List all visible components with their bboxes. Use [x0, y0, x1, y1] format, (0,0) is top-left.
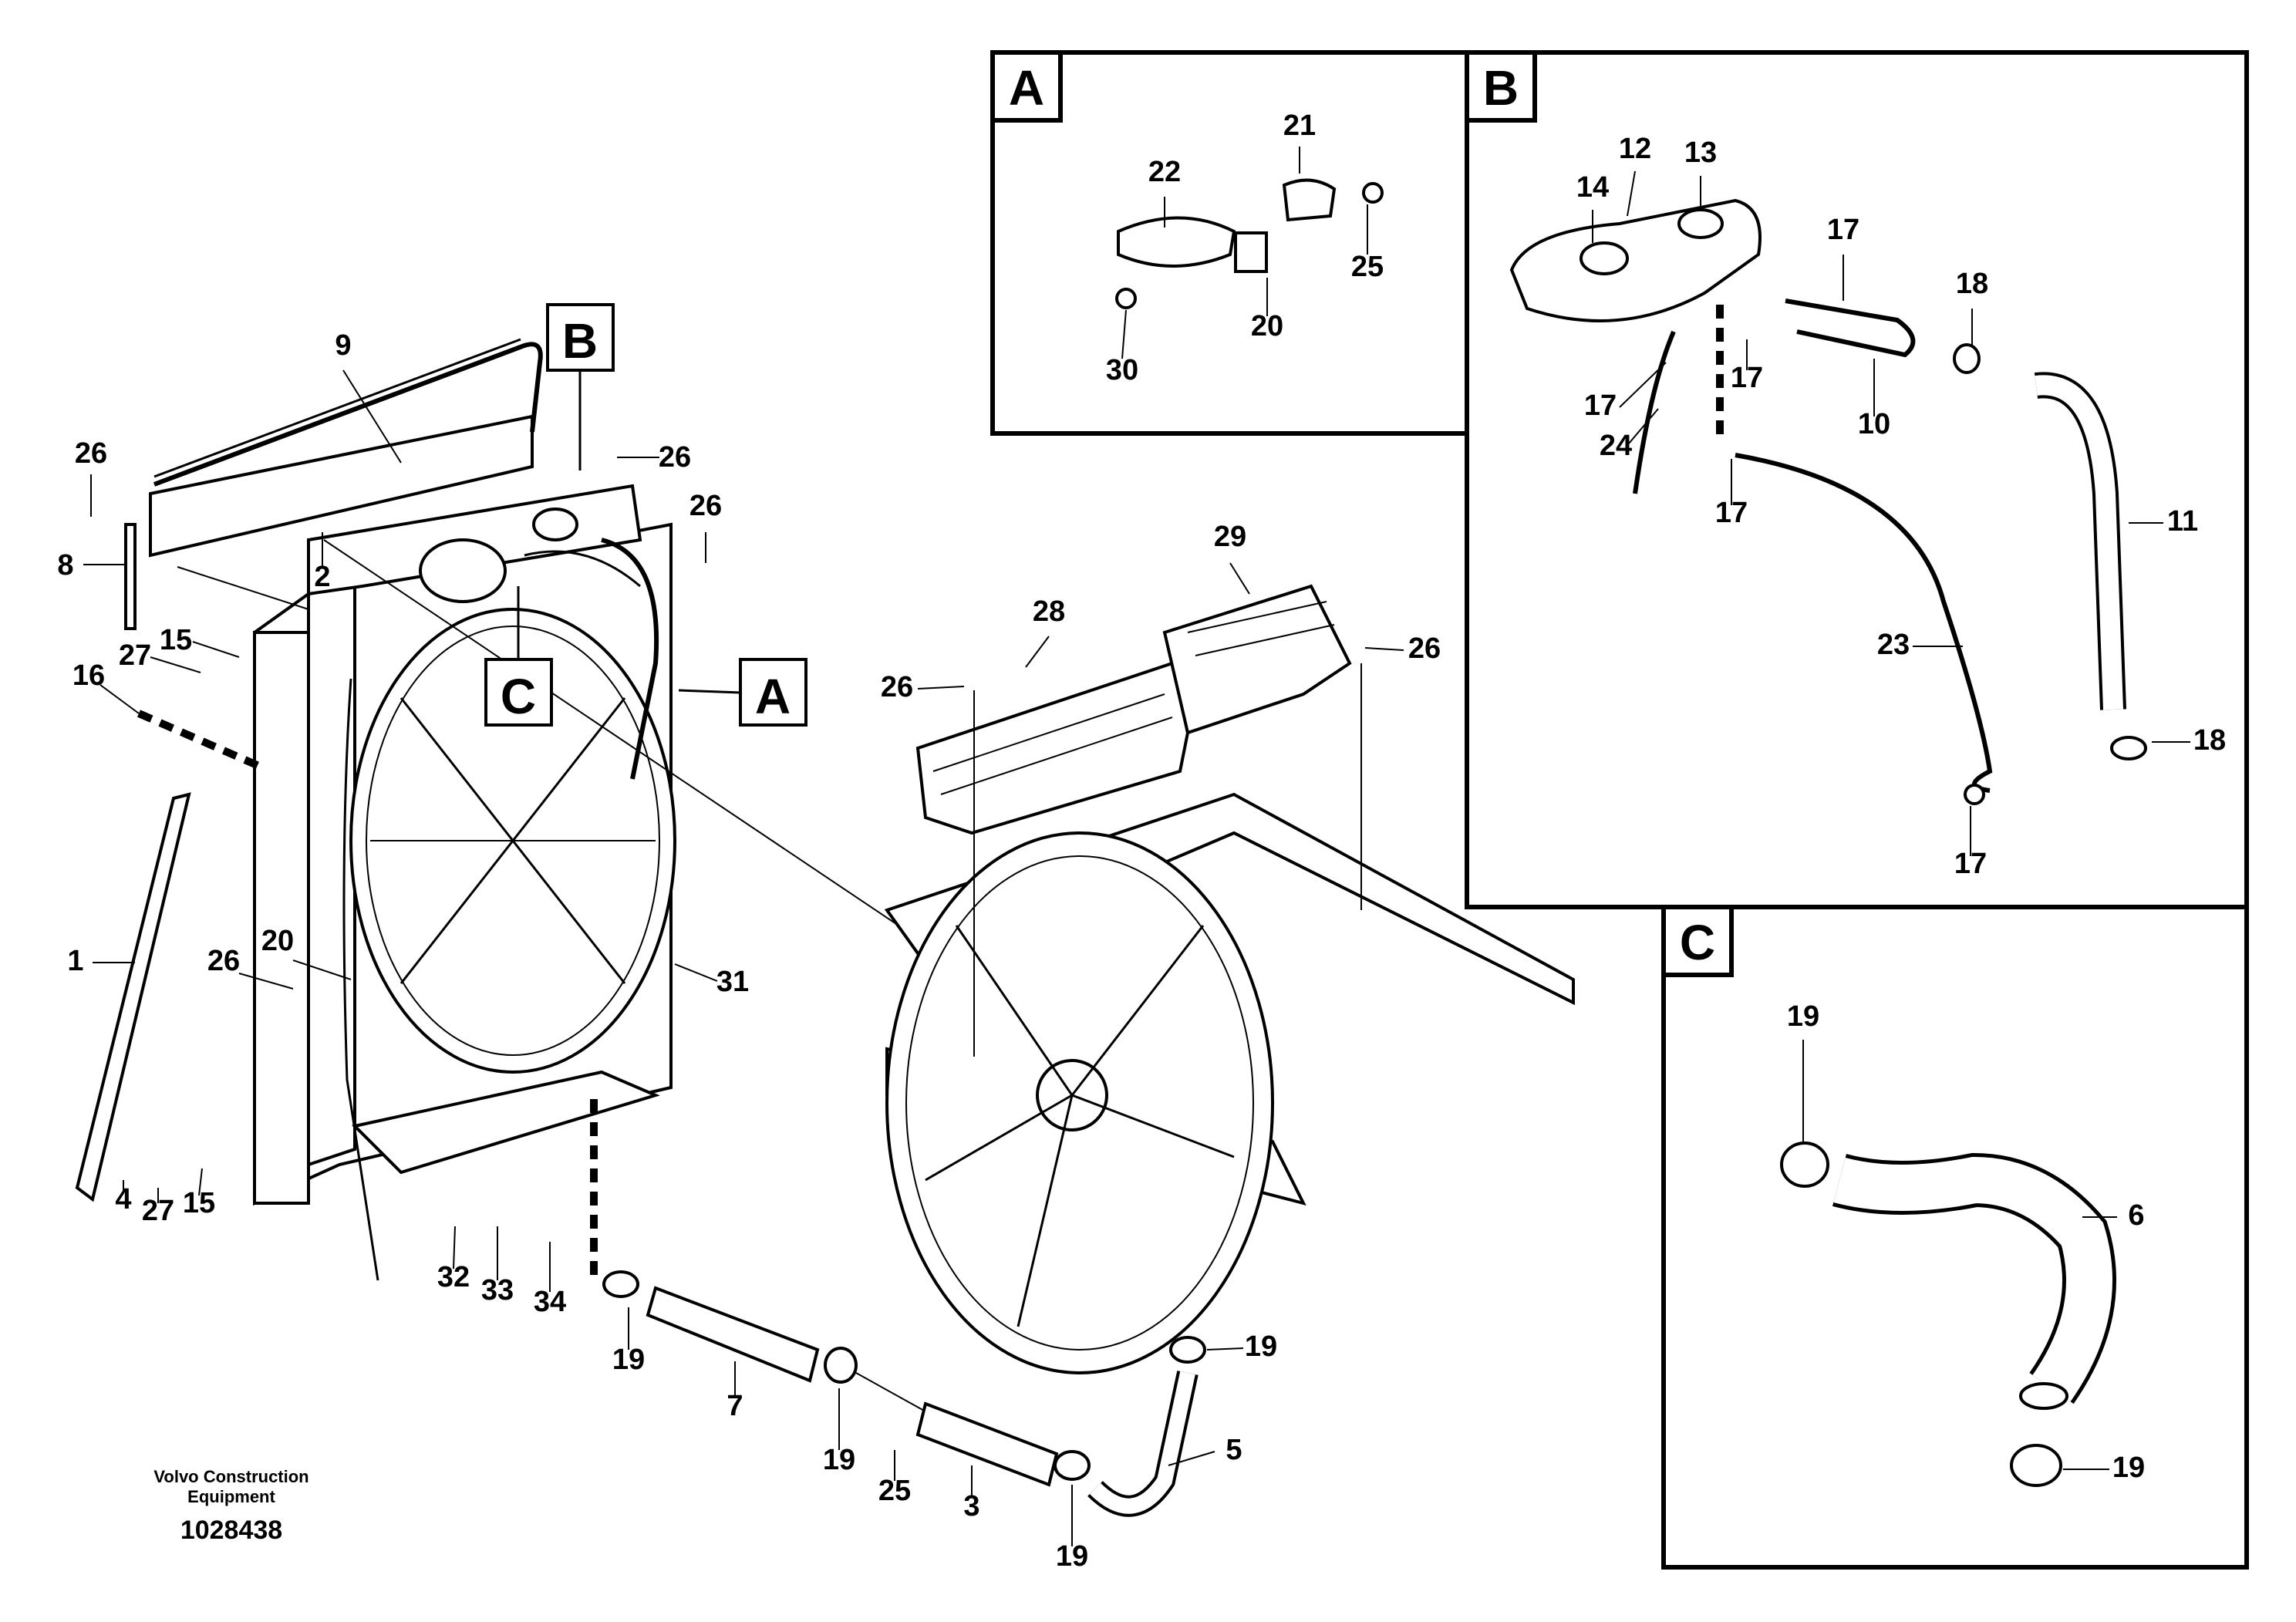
svg-text:A: A [755, 669, 791, 724]
radiator-assembly-drawing [75, 338, 911, 1284]
maker-line2: Equipment [187, 1487, 275, 1506]
main-leader-line [917, 686, 965, 690]
svg-text:C: C [501, 669, 536, 724]
detail-c-frame: C [1661, 905, 2249, 1570]
main-leader-line [99, 684, 140, 714]
drawing-number: 1028438 [180, 1516, 282, 1545]
detail-a-callout-30: 30 [1106, 354, 1138, 386]
detail-b-callout-13: 13 [1684, 137, 1717, 169]
detail-b-callout-17: 17 [1584, 389, 1617, 422]
lower-hose-drawing [602, 1270, 1206, 1517]
detail-b-callout-23: 23 [1877, 629, 1910, 661]
main-callout-29: 29 [1214, 521, 1246, 553]
main-callout-16: 16 [72, 659, 105, 692]
main-callout-20: 20 [261, 925, 294, 957]
main-callout-4: 4 [115, 1183, 131, 1216]
detail-b-letter: B [1483, 60, 1519, 116]
detail-c-callout-19: 19 [2112, 1452, 2145, 1484]
detail-a-callout-21: 21 [1283, 110, 1316, 142]
main-callout-33: 33 [481, 1274, 514, 1307]
svg-text:B: B [562, 313, 598, 369]
detail-b-callout-17: 17 [1827, 214, 1859, 246]
main-callout-26: 26 [881, 671, 913, 703]
main-callout-19: 19 [1245, 1330, 1277, 1363]
main-callout-26: 26 [689, 490, 722, 522]
main-leader-line [1206, 1347, 1244, 1351]
main-callout-3: 3 [963, 1490, 979, 1523]
main-callout-19: 19 [612, 1344, 645, 1376]
main-leader-line [192, 641, 240, 658]
fan-and-guards-drawing [884, 584, 1575, 1374]
detail-b-leader-line [1628, 408, 1659, 444]
main-leader-line [150, 656, 201, 673]
detail-b-callout-17: 17 [1954, 848, 1987, 880]
main-callout-28: 28 [1033, 595, 1065, 628]
main-callout-26: 26 [75, 437, 107, 470]
detail-b-callout-24: 24 [1600, 430, 1632, 462]
main-callout-15: 15 [160, 624, 192, 656]
detail-a-letter: A [1009, 60, 1044, 116]
detail-b-callout-17: 17 [1715, 497, 1748, 529]
detail-b-callout-17: 17 [1731, 362, 1763, 394]
main-callout-31: 31 [716, 966, 749, 998]
main-callout-9: 9 [335, 329, 351, 362]
detail-c-callout-6: 6 [2128, 1199, 2144, 1232]
main-leader-line [674, 963, 718, 982]
detail-c-drawing [1780, 1141, 2116, 1487]
main-callout-26: 26 [207, 945, 240, 977]
main-callout-26: 26 [1408, 632, 1441, 665]
main-leader-line [292, 959, 352, 980]
main-callout-32: 32 [437, 1261, 470, 1293]
main-callout-27: 27 [119, 639, 151, 672]
detail-b-callout-18: 18 [2193, 724, 2226, 757]
main-callout-1: 1 [67, 945, 83, 977]
main-leader-line [238, 973, 294, 990]
detail-b-callout-10: 10 [1858, 408, 1890, 440]
main-callout-27: 27 [142, 1195, 174, 1227]
pointer-box-c: C [484, 586, 553, 727]
detail-b-leader-line [1619, 362, 1667, 408]
detail-b-drawing [1509, 198, 2147, 805]
main-callout-2: 2 [314, 561, 330, 593]
maker-line1: Volvo Construction [153, 1467, 308, 1486]
detail-a-leader-line [1121, 309, 1127, 359]
detail-b-callout-11: 11 [2167, 505, 2198, 538]
detail-a-callout-22: 22 [1148, 156, 1181, 188]
detail-a-drawing [1115, 178, 1384, 309]
detail-c-letter: C [1680, 915, 1715, 970]
detail-c-callout-19: 19 [1787, 1000, 1819, 1033]
detail-b-callouts: 12 13 14 17 18 17 17 10 24 17 11 23 18 17 [1576, 133, 2226, 880]
main-callout-25: 25 [878, 1475, 911, 1507]
main-callout-19: 19 [1056, 1540, 1088, 1573]
detail-c-callouts: 19 6 19 [1787, 1000, 2145, 1484]
main-leader-line [453, 1226, 456, 1270]
detail-a-callout-20: 20 [1251, 310, 1283, 342]
manufacturer-caption: Volvo Construction Equipment 1028438 [153, 1467, 308, 1545]
main-callout-5: 5 [1226, 1434, 1242, 1466]
main-leader-line [1229, 562, 1250, 595]
main-leader-line [342, 369, 402, 464]
detail-b-callout-14: 14 [1576, 171, 1609, 204]
detail-a-callouts: 21 22 25 20 30 [1106, 110, 1384, 386]
pointer-box-b: B [546, 303, 615, 470]
pointer-box-a: A [678, 658, 807, 727]
main-leader-line [1168, 1451, 1215, 1466]
detail-b-callout-12: 12 [1619, 133, 1651, 165]
main-callout-26: 26 [659, 441, 691, 474]
main-callout-15: 15 [183, 1187, 215, 1219]
detail-b-leader-line [1627, 170, 1636, 217]
detail-a-callout-25: 25 [1351, 251, 1384, 283]
main-callout-34: 34 [534, 1286, 566, 1318]
detail-b-callout-18: 18 [1956, 268, 1988, 300]
main-callout-7: 7 [727, 1390, 743, 1422]
main-callout-19: 19 [823, 1444, 855, 1476]
main-leader-line [1364, 647, 1404, 651]
main-leader-line [198, 1168, 203, 1196]
main-callout-8: 8 [57, 549, 73, 582]
main-leader-line [1025, 636, 1050, 668]
